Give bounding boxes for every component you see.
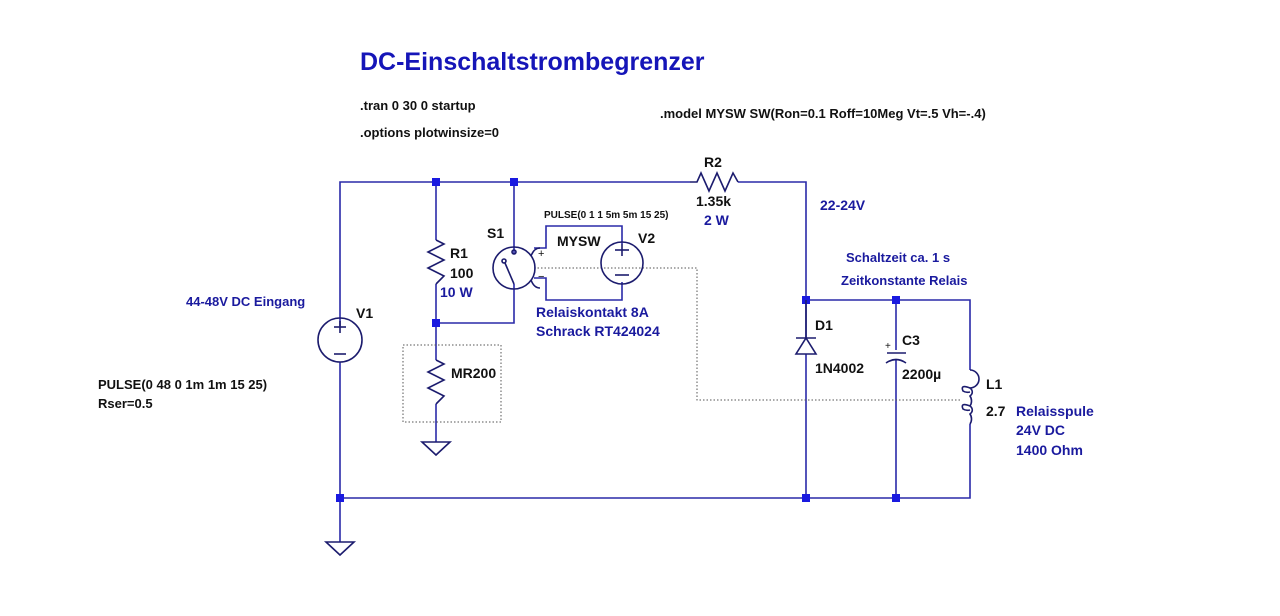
voltage-source-icon — [317, 317, 363, 363]
capacitor-c3[interactable]: + — [885, 341, 907, 364]
v1-rser: Rser=0.5 — [98, 396, 153, 411]
options-directive[interactable]: .options plotwinsize=0 — [360, 125, 499, 140]
junction — [802, 494, 810, 502]
inductor-l1[interactable] — [961, 369, 980, 425]
r2-comment: 2 W — [704, 212, 730, 228]
wire-ctrl-minus — [534, 277, 623, 301]
d1-name: D1 — [815, 317, 833, 333]
v2-name: V2 — [638, 230, 655, 246]
r2-value: 1.35k — [696, 193, 731, 209]
v1-value: PULSE(0 48 0 1m 1m 15 25) — [98, 377, 267, 392]
s1-name: S1 — [487, 225, 504, 241]
junction — [432, 319, 440, 327]
s1-comment-2: Schrack RT424024 — [536, 323, 660, 339]
junction — [510, 178, 518, 186]
l1-value: 2.7 — [986, 403, 1006, 419]
l1-name: L1 — [986, 376, 1003, 392]
schematic-title: DC-Einschaltstrombegrenzer — [360, 48, 705, 76]
voltage-annotation: 22-24V — [820, 197, 866, 213]
junction — [336, 494, 344, 502]
ground-icon — [323, 541, 357, 557]
junction — [892, 494, 900, 502]
minus-sign: − — [538, 271, 544, 283]
r2-name: R2 — [704, 154, 722, 170]
c3-value: 2200µ — [902, 366, 941, 382]
ground-icon — [419, 441, 453, 457]
model-directive[interactable]: .model MYSW SW(Ron=0.1 Roff=10Meg Vt=.5 … — [660, 106, 986, 121]
inductor-icon — [967, 369, 980, 425]
d1-value: 1N4002 — [815, 360, 864, 376]
wires — [339, 181, 971, 542]
mr200-box — [402, 344, 502, 423]
mr200-name: MR200 — [451, 365, 496, 381]
r1-comment: 10 W — [440, 284, 473, 300]
r1-name: R1 — [450, 245, 468, 261]
tran-directive[interactable]: .tran 0 30 0 startup — [360, 98, 476, 113]
plus-sign: + — [885, 341, 891, 352]
time-constant-annotation: Zeitkonstante Relais — [841, 273, 967, 288]
v1-comment: 44-48V DC Eingang — [186, 294, 305, 309]
l1-comment-3: 1400 Ohm — [1016, 442, 1083, 458]
r1-value: 100 — [450, 265, 474, 281]
switch-time-annotation: Schaltzeit ca. 1 s — [846, 250, 950, 265]
resistor-mr200-icon[interactable] — [426, 359, 446, 405]
switch-s1[interactable]: + − — [492, 246, 544, 290]
s1-model: MYSW — [557, 233, 601, 249]
wire-ctrl-plus — [534, 225, 623, 249]
wire-bottom-rail — [340, 424, 971, 499]
l1-comment-1: Relaisspule — [1016, 403, 1094, 419]
wire-mid-rail — [806, 299, 971, 370]
v1-name: V1 — [356, 305, 373, 321]
c3-name: C3 — [902, 332, 920, 348]
resistor-r2-icon[interactable] — [690, 171, 739, 193]
v2-value: PULSE(0 1 1 5m 5m 15 25) — [544, 210, 669, 221]
wire-top-left — [339, 181, 690, 326]
v2-source[interactable] — [600, 241, 644, 285]
wire-top-right — [738, 181, 807, 338]
diode-icon — [794, 336, 818, 355]
v1-source[interactable] — [317, 317, 363, 363]
wire-s1-bottom — [436, 284, 515, 324]
junction — [432, 178, 440, 186]
coupling-line — [534, 267, 960, 401]
plus-sign: + — [538, 248, 544, 260]
diode-d1[interactable] — [794, 300, 818, 355]
junction — [892, 296, 900, 304]
l1-comment-2: 24V DC — [1016, 422, 1065, 438]
s1-comment-1: Relaiskontakt 8A — [536, 304, 649, 320]
voltage-source-icon — [600, 241, 644, 285]
switch-icon — [492, 246, 536, 290]
resistor-r1-icon[interactable] — [426, 239, 446, 285]
